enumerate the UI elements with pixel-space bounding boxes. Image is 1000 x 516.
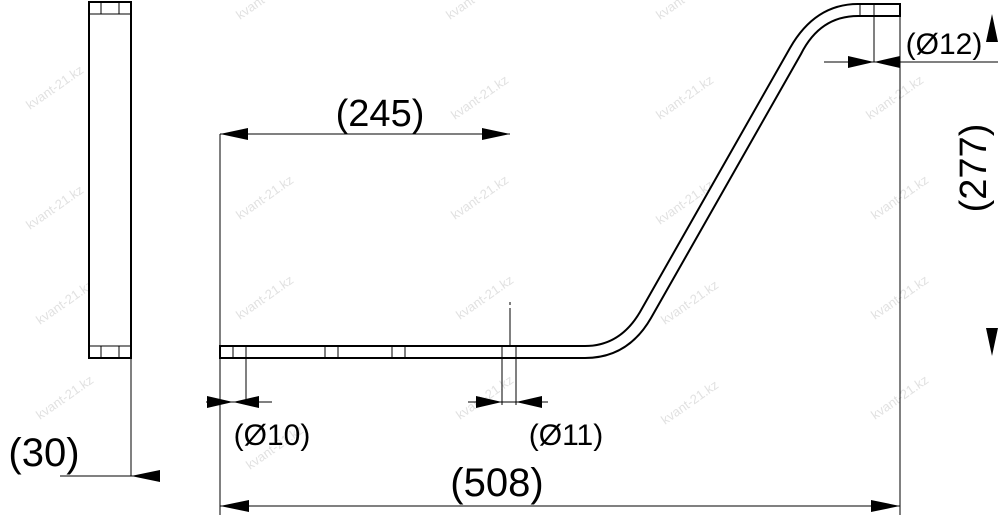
- arrow-head: [874, 56, 900, 68]
- watermark: kvant-21.kz: [23, 62, 86, 112]
- arrow-head: [986, 14, 998, 42]
- watermark: kvant-21.kz: [453, 272, 516, 322]
- watermark: kvant-21.kz: [33, 372, 96, 422]
- dimension-label-30: (30): [8, 431, 79, 475]
- watermark: kvant-21.kz: [448, 72, 511, 122]
- watermark: kvant-21.kz: [658, 377, 721, 427]
- watermark: kvant-21.kz: [863, 72, 926, 122]
- dimension-label-phi10: (Ø10): [234, 419, 311, 452]
- watermark: kvant-21.kz: [443, 0, 506, 22]
- watermark: kvant-21.kz: [653, 0, 716, 22]
- arrow-head: [848, 56, 874, 68]
- dimension-phi10: (Ø10): [206, 358, 310, 452]
- dimension-508: (508): [219, 358, 900, 515]
- watermark: kvant-21.kz: [233, 172, 296, 222]
- arrow-head: [476, 396, 502, 408]
- dimension-phi11: (Ø11): [468, 358, 603, 452]
- dimension-label-phi12: (Ø12): [906, 28, 983, 61]
- dimension-label-277: (277): [953, 124, 995, 213]
- arrow-head: [233, 396, 259, 408]
- arrow-head: [131, 470, 160, 482]
- watermark: kvant-21.kz: [233, 272, 296, 322]
- arrow-head: [986, 328, 998, 356]
- dimension-phi12: (Ø12): [824, 16, 998, 68]
- arrow-head: [220, 128, 248, 140]
- arrow-head: [220, 500, 249, 512]
- arrow-head: [482, 128, 510, 140]
- dimension-label-phi11: (Ø11): [529, 419, 603, 452]
- dimension-277: (277): [899, 14, 998, 515]
- watermark: kvant-21.kz: [33, 277, 96, 327]
- watermark: kvant-21.kz: [653, 72, 716, 122]
- watermark: kvant-21.kz: [448, 172, 511, 222]
- dimension-label-245: (245): [336, 93, 425, 135]
- watermark: kvant-21.kz: [233, 0, 296, 22]
- arrow-head: [871, 500, 900, 512]
- arrow-head: [516, 396, 542, 408]
- side-view: [88, 1, 132, 359]
- front-view: [219, 3, 901, 359]
- dimension-30: (30): [8, 358, 160, 482]
- bent-bar: [219, 3, 901, 359]
- watermark: kvant-21.kz: [453, 372, 516, 422]
- side-view-bar: [88, 1, 132, 359]
- dimension-label-508: (508): [450, 461, 543, 505]
- watermark: kvant-21.kz: [23, 182, 86, 232]
- dimension-245: (245): [219, 93, 511, 346]
